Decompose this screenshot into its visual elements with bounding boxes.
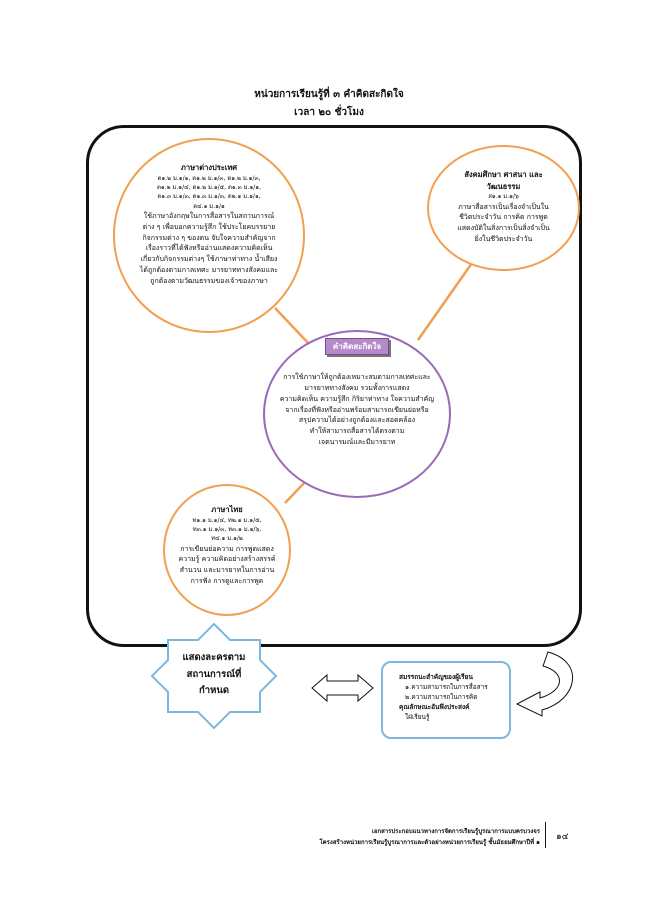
core-body-6: ทำให้สามารถสื่อสารได้ตรงตาม: [309, 427, 405, 436]
competencies-heading: สมรรถนะสำคัญของผู้เรียน: [399, 673, 473, 681]
thai-code-3: ท๔.๑ ม.๑/๒: [211, 535, 243, 543]
social-title-2: วัฒนธรรม: [486, 181, 521, 191]
thai-code-1: ท๑.๑ ม.๑/๔, ท๒.๑ ม.๑/๕,: [192, 516, 262, 524]
foreign-code-1: ต๑.๒ ม.๑/๑, ต๑.๒ ม.๑/๓, ต๑.๒ ม.๑/๓,: [157, 174, 261, 182]
social-studies-circle: สังคมศึกษา ศาสนา และ วัฒนธรรม ส๑.๑ ม.๑/๖…: [427, 145, 580, 271]
foreign-language-circle: ภาษาต่างประเทศ ต๑.๒ ม.๑/๑, ต๑.๒ ม.๑/๓, ต…: [113, 138, 305, 333]
foreign-body-5: เกี่ยวกับกิจกรรมต่างๆ ใช้ภาษาท่าทาง น้ำเ…: [140, 255, 278, 264]
social-code: ส๑.๑ ม.๑/๖: [488, 193, 519, 201]
social-title-1: สังคมศึกษา ศาสนา และ: [464, 170, 543, 179]
foreign-body-1: ใช้ภาษาอังกฤษในการสื่อสารในสถานการณ์: [143, 211, 275, 220]
foreign-language-title: ภาษาต่างประเทศ: [180, 163, 238, 172]
foreign-code-2: ต๑.๒ ม.๑/๔, ต๑.๒ ม.๑/๕, ต๑.๓ ม.๑/๑,: [156, 183, 262, 191]
connector-social-core: [416, 262, 474, 341]
task-line-3: กำหนด: [198, 685, 229, 697]
core-body-3: ความคิดเห็น ความรู้สึก กิริยาท่าทาง ใจคว…: [279, 394, 435, 403]
content-frame: [86, 125, 582, 647]
attributes-heading: คุณลักษณะอันพึงประสงค์: [399, 703, 470, 712]
task-line-1: แสดงละครตาม: [182, 652, 246, 663]
core-body-1: การใช้ภาษาให้ถูกต้องเหมาะสมตามกาลเทศะและ: [283, 373, 431, 381]
thai-title: ภาษาไทย: [211, 505, 243, 514]
thai-body-2: ความรู้ ความคิดอย่างสร้างสรรค์: [178, 555, 276, 564]
attribute-item: ใฝ่เรียนรู้: [405, 713, 430, 722]
foreign-body-4: เรื่องราวที่ได้ฟังหรืออ่านแสดงความคิดเห็…: [145, 244, 273, 253]
competency-item-1: ๑.ความสามารถในการสื่อสาร: [405, 683, 488, 692]
core-body-4: จากเรื่องที่ฟังหรืออ่านพร้อมสามารถเขียนย…: [285, 405, 429, 414]
double-arrow-icon: [311, 673, 374, 703]
competencies-box: สมรรถนะสำคัญของผู้เรียน ๑.ความสามารถในกา…: [381, 661, 511, 739]
footer-line-1: เอกสารประกอบแนวทางการจัดการเรียนรู้บูรณา…: [371, 828, 540, 835]
foreign-body-7: ถูกต้องตามวัฒนธรรมของเจ้าของภาษา: [150, 276, 268, 285]
connector-foreign-core: [274, 307, 311, 346]
duration: เวลา ๒๐ ชั่วโมง: [294, 107, 364, 118]
core-body-2: มารยาททางสังคม รวมทั้งการแสดง: [304, 383, 410, 392]
curved-arrow-icon: [515, 651, 574, 717]
social-body-4: ยิ่งในชีวิตประจำวัน: [474, 235, 533, 244]
thai-circle: ภาษาไทย ท๑.๑ ม.๑/๔, ท๒.๑ ม.๑/๕, ท๓.๑ ม.๑…: [163, 484, 291, 616]
competency-item-2: ๒.ความสามารถในการคิด: [405, 693, 478, 702]
foreign-body-3: กิจกรรมต่าง ๆ ของตน จับใจความสำคัญจาก: [142, 233, 276, 242]
thai-body-3: สำนวน และมารยาทในการอ่าน: [179, 566, 275, 575]
foreign-code-3: ต๑.๓ ม.๑/๓, ต๑.๓ ม.๑/๓, ต๒.๑ ม.๑/๑,: [157, 193, 261, 201]
page-number: ๑๔: [556, 832, 569, 842]
social-body-1: ภาษาสื่อสารเป็นเรื่องจำเป็นใน: [458, 202, 549, 211]
foreign-body-6: ได้ถูกต้องตามกาลเทศะ มารยาททางสังคมและ: [139, 266, 279, 275]
social-body-3: แสดงบัติในสิ่งการเป็นสิ่งจำเป็น: [457, 224, 550, 233]
foreign-body-2: ต่าง ๆ เพื่อบอกความรู้สึก ใช้ประโยคบรรยา…: [142, 222, 276, 231]
foreign-code-4: ต๔.๑ ม.๑/๑: [193, 202, 225, 210]
core-concept-circle: การใช้ภาษาให้ถูกต้องเหมาะสมตามกาลเทศะและ…: [263, 330, 451, 498]
footer-divider: [545, 822, 546, 848]
task-line-2: สถานการณ์ที่: [186, 668, 242, 680]
core-body-5: สรุปความได้อย่างถูกต้องและสอดคล้อง: [298, 416, 416, 425]
star-shape: [150, 622, 278, 730]
task-text: แสดงละครตาม สถานการณ์ที่ กำหนด: [166, 650, 262, 700]
core-body-7: เจตนารมณ์และมีมารยาท: [318, 438, 396, 447]
core-concept-label: คำคิดสะกิดใจ: [325, 338, 389, 355]
footer-line-2: โครงสร้างหน่วยการเรียนรู้บูรณาการและตัวอ…: [319, 839, 540, 846]
thai-code-2: ท๓.๑ ม.๑/๓, ท๓.๑ ม.๑/๖,: [192, 525, 262, 533]
thai-body-1: การเขียนย่อความ การพูดแสดง: [180, 544, 274, 553]
connector-thai-core: [284, 481, 306, 504]
social-body-2: ชีวิตประจำวัน การคิด การพูด: [459, 213, 548, 222]
unit-title: หน่วยการเรียนรู้ที่ ๓ คำคิดสะกิดใจ: [254, 89, 404, 100]
thai-body-4: การฟัง การดูและการพูด: [190, 577, 264, 586]
